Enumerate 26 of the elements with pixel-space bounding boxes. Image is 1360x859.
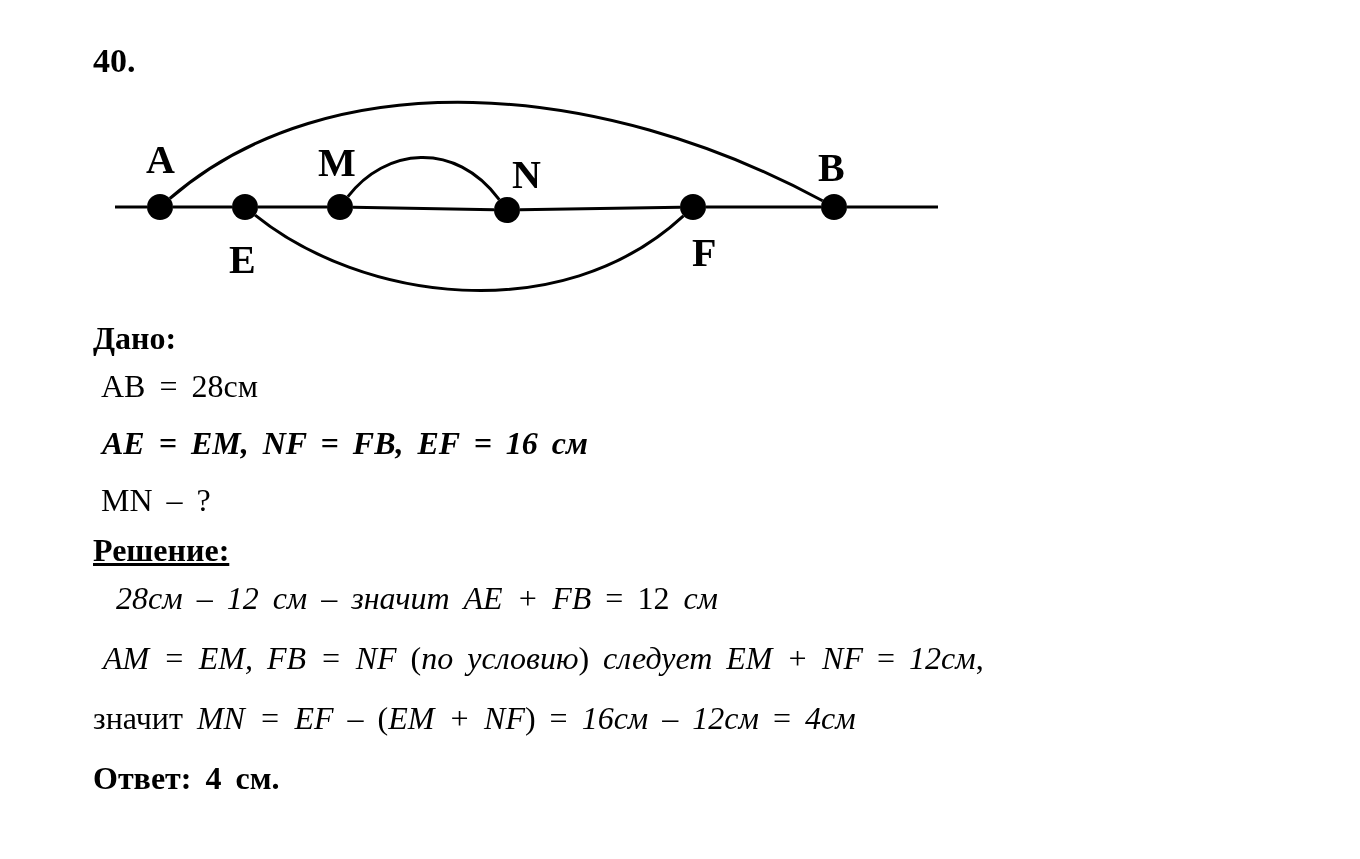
solution-text: AE = EM, NF = FB, EF = 16 см <box>102 424 588 463</box>
arc-line <box>254 213 685 292</box>
problem-number: 40. <box>93 41 136 81</box>
solution-text: AB = 28см <box>101 367 258 406</box>
point-label: N <box>512 155 541 195</box>
solution-text: значит MN = EF – (EM + NF) = 16см – 12см = 4см <box>93 699 856 738</box>
line-segment <box>847 205 938 209</box>
point-label: E <box>229 240 256 280</box>
solution-text: Дано: <box>93 319 177 358</box>
point-label: A <box>146 140 175 180</box>
line-segment <box>115 205 147 209</box>
arc-line <box>346 156 501 201</box>
point-label: M <box>318 143 356 183</box>
line-segment <box>519 205 681 212</box>
solution-text: AM = EM, FB = NF (по условию) следует EM + NF = 12см, <box>103 639 984 678</box>
line-segment <box>173 205 232 209</box>
arc-line <box>168 101 824 203</box>
solution-text: Решение: <box>93 531 230 570</box>
point-label: F <box>692 233 717 273</box>
solution-text: 28см – 12 см – значит AE + FB = 12 см <box>116 579 718 618</box>
line-segment <box>706 205 821 209</box>
line-segment <box>352 205 495 212</box>
solution-text: MN – ? <box>101 481 211 520</box>
line-segment <box>258 205 327 209</box>
point-label: B <box>818 148 845 188</box>
solution-text: Ответ: 4 см. <box>93 759 280 798</box>
